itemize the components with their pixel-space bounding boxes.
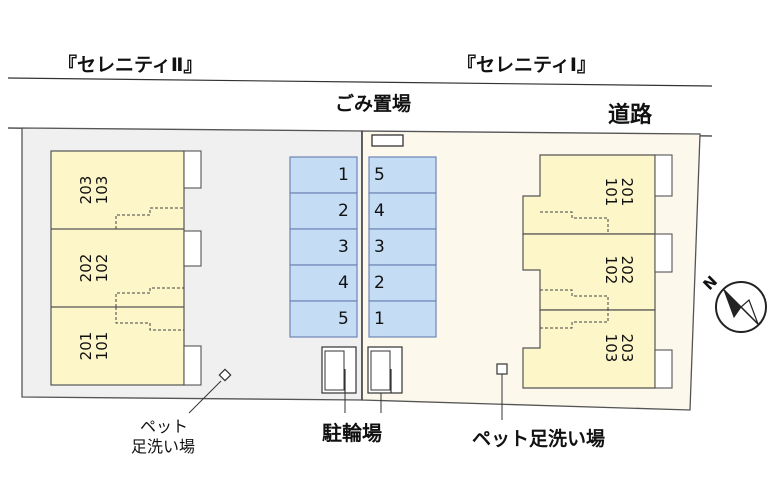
right-building [522,154,673,389]
right-balcony [654,233,673,273]
left-balcony [183,345,202,386]
bike-parking-left-inner [324,350,345,391]
right-dashed-wall [540,289,609,310]
parking-number-left: 5 [338,309,349,329]
parking-slot-left [289,300,358,338]
parking-number-right: 2 [374,273,385,293]
right-building-unit-3 [522,309,656,389]
right-unit-upper: 202 [618,255,636,285]
parking-slot-left [289,156,358,194]
parking-slot-left [289,264,358,302]
left-unit-upper: 202 [77,253,95,283]
parking-number-right: 4 [374,201,385,221]
parking-number-right: 5 [374,165,385,185]
building-right-title: 『セレニティⅠ』 [457,54,596,76]
pet-wash-left-leader [188,380,222,414]
pet-wash-left-label-1: ペット [140,417,189,436]
left-unit-number: 201 101 [77,331,111,361]
bike-parking-label: 駐輪場 [322,421,382,445]
right-unit-upper: 203 [618,333,636,363]
left-balcony [183,230,202,267]
left-dashed-wall [115,287,184,307]
parking-slot-right [368,192,437,230]
right-unit-lower: 102 [602,255,620,285]
left-building-body [50,150,185,386]
parking-number-left: 4 [338,273,349,293]
left-unit-lower: 102 [93,253,111,283]
left-dashed-wall [115,207,184,229]
pet-wash-left-marker [218,368,232,382]
parking-number-left: 2 [338,201,349,221]
right-unit-number: 203 103 [602,333,636,363]
right-unit-number: 201 101 [602,177,636,207]
parking-slot-right [368,156,437,194]
pet-wash-left-label-2: 足洗い場 [131,437,196,456]
left-unit-number: 203 103 [77,175,111,205]
left-unit-upper: 201 [77,331,95,361]
garbage-label: ごみ置場 [335,93,412,115]
parking-number-left: 3 [338,237,349,257]
left-building [50,150,202,386]
left-unit-lower: 101 [93,331,111,361]
parking-slot-right [368,300,437,338]
parking-number-right: 1 [374,309,385,329]
right-unit-lower: 103 [602,333,620,363]
right-dashed-wall [540,310,609,329]
right-unit-upper: 201 [618,177,636,207]
left-balcony [183,150,202,189]
right-unit-number: 202 102 [602,255,636,285]
road-label: 道路 [608,103,653,128]
right-unit-lower: 101 [602,177,620,207]
bike-parking-right-inner [370,350,391,391]
left-dashed-wall [115,307,184,331]
road-edge-top [7,77,713,87]
right-balcony [654,154,673,197]
parking-slot-left [289,192,358,230]
garbage-box [371,134,404,147]
left-unit-upper: 203 [77,175,95,205]
right-dashed-wall [540,211,609,234]
parking-number-right: 3 [374,237,385,257]
parking-number-left: 1 [338,165,349,185]
pet-wash-right-marker [496,363,508,375]
pet-wash-right-label: ペット足洗い場 [472,428,606,450]
parking-area [289,156,437,338]
right-balcony [654,349,673,389]
building-left-title: 『セレニティⅡ』 [58,54,203,76]
left-unit-number: 202 102 [77,253,111,283]
left-unit-lower: 103 [93,175,111,205]
compass-icon [715,281,767,333]
